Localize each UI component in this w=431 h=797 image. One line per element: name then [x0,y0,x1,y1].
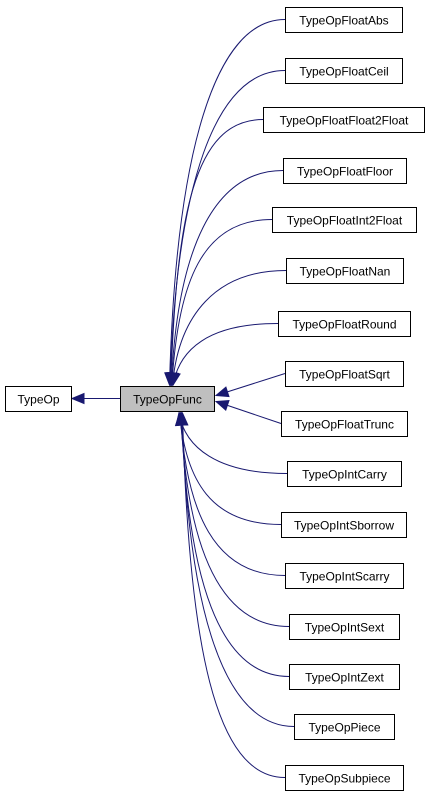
node-typeopfloattrunc[interactable]: TypeOpFloatTrunc [281,411,408,437]
node-typeopintscarry-box [285,563,404,589]
node-typeopfloatsqrt[interactable]: TypeOpFloatSqrt [285,361,404,387]
node-typeop-label: TypeOp [17,393,59,407]
node-typeopfunc-label: TypeOpFunc [133,393,202,407]
nodes-layer: TypeOp TypeOpFunc TypeOpFloatAbsTypeOpFloa… [5,7,425,791]
edge-9 [178,412,288,474]
edges-layer [72,19,295,778]
node-typeopfloatsqrt-label: TypeOpFloatSqrt [299,368,390,382]
node-typeopfloatfloor-label: TypeOpFloatFloor [297,165,393,179]
node-typeopintsborrow-label: TypeOpIntSborrow [294,519,394,533]
edge-14 [181,412,295,727]
node-typeopfloatint2float-box [272,207,417,233]
node-typeopintcarry-box [287,461,402,487]
arrow-to-parent [70,392,85,405]
node-typeopfloattrunc-box [281,411,408,437]
edge-4 [171,219,273,386]
node-typeopintzext-box [289,664,400,690]
node-typeopfunc[interactable]: TypeOpFunc [120,386,215,412]
node-typeopintsext-label: TypeOpIntSext [305,621,385,635]
node-typeopfloatnan-label: TypeOpFloatNan [300,265,391,279]
node-typeopsubpiece[interactable]: TypeOpSubpiece [285,765,404,791]
node-typeopfloatint2float[interactable]: TypeOpFloatInt2Float [272,207,417,233]
node-typeopintsext-box [289,614,400,640]
node-typeopfloatfloor[interactable]: TypeOpFloatFloor [283,158,407,184]
node-typeopfloattrunc-label: TypeOpFloatTrunc [295,418,394,432]
node-typeopfloatint2float-label: TypeOpFloatInt2Float [287,214,403,228]
edge-12 [180,412,290,627]
node-typeopfloatnan[interactable]: TypeOpFloatNan [286,258,404,284]
node-typeopfloatfloor-box [283,158,407,184]
node-typeopfloatabs-label: TypeOpFloatAbs [299,14,388,28]
edge-13 [180,412,290,677]
edge-6 [172,323,279,386]
node-typeopsubpiece-label: TypeOpSubpiece [298,772,390,786]
node-typeopfloatround[interactable]: TypeOpFloatRound [278,311,411,337]
node-typeop[interactable]: TypeOp [5,386,72,412]
node-typeopintsext[interactable]: TypeOpIntSext [289,614,400,640]
node-typeopfloatfloat2float-box [263,107,425,133]
edge-15 [182,412,286,778]
node-typeopfloatround-box [278,311,411,337]
node-typeopintcarry-label: TypeOpIntCarry [302,468,387,482]
node-typeop-box [5,386,72,412]
node-typeopfloatabs-box [285,7,403,33]
node-typeopintcarry[interactable]: TypeOpIntCarry [287,461,402,487]
edge-10 [179,412,282,525]
node-typeopintscarry[interactable]: TypeOpIntScarry [285,563,404,589]
node-typeoppiece-box [294,714,395,740]
node-typeopfunc-box [120,386,215,412]
node-typeopintsborrow[interactable]: TypeOpIntSborrow [281,512,407,538]
arrow-7 [214,386,230,398]
node-typeopintsborrow-box [281,512,407,538]
node-typeopintzext[interactable]: TypeOpIntZext [289,664,400,690]
node-typeopfloatfloat2float[interactable]: TypeOpFloatFloat2Float [263,107,425,133]
arrowheads-layer [70,371,230,427]
edge-5 [172,270,287,386]
node-typeopintzext-label: TypeOpIntZext [305,671,384,685]
arrow-15 [177,411,189,426]
edge-2 [170,119,264,386]
node-typeoppiece-label: TypeOpPiece [308,721,380,735]
node-typeopfloatnan-box [286,258,404,284]
node-typeopfloatfloat2float-label: TypeOpFloatFloat2Float [280,114,409,128]
node-typeopfloatsqrt-box [285,361,404,387]
edge-3 [170,170,284,386]
node-typeoppiece[interactable]: TypeOpPiece [294,714,395,740]
node-typeopfloatabs[interactable]: TypeOpFloatAbs [285,7,403,33]
arrow-8 [214,400,230,411]
node-typeopsubpiece-box [285,765,404,791]
node-typeopintscarry-label: TypeOpIntScarry [299,570,389,584]
node-typeopfloatceil-box [285,58,403,84]
node-typeopfloatceil[interactable]: TypeOpFloatCeil [285,58,403,84]
arrow-6 [169,371,181,387]
node-typeopfloatround-label: TypeOpFloatRound [292,318,396,332]
edge-0 [169,19,286,386]
node-typeopfloatceil-label: TypeOpFloatCeil [299,65,388,79]
